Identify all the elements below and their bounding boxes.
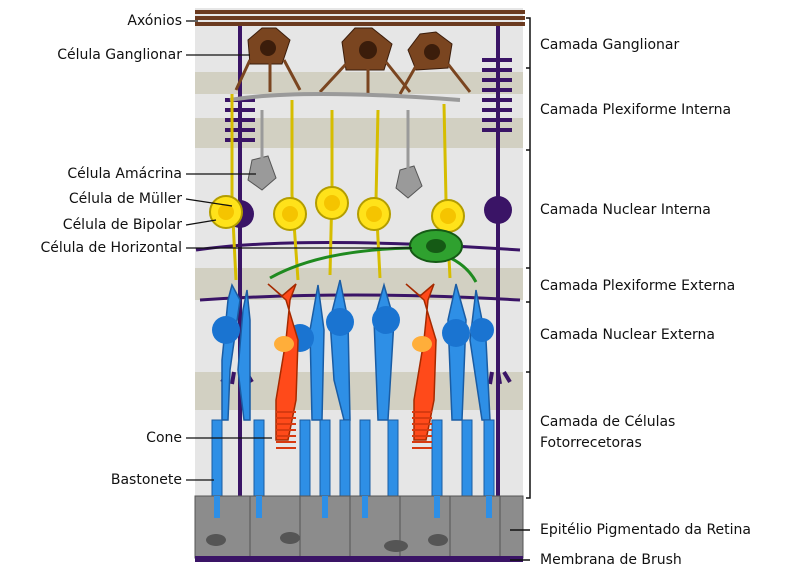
retinal-pigment-epithelium xyxy=(195,496,523,558)
label-ganglion-cell: Célula Ganglionar xyxy=(57,47,182,63)
label-rpe: Epitélio Pigmentado da Retina xyxy=(540,522,751,538)
bruch-membrane xyxy=(195,556,523,562)
label-outer-plexiform-layer: Camada Plexiforme Externa xyxy=(540,278,735,294)
label-inner-nuclear-layer: Camada Nuclear Interna xyxy=(540,202,711,218)
axon-bundle xyxy=(195,10,525,26)
label-axons: Axónios xyxy=(127,13,182,29)
label-inner-plexiform-layer: Camada Plexiforme Interna xyxy=(540,102,731,118)
label-cone: Cone xyxy=(146,430,182,446)
label-photoreceptor-layer-line1: Camada de Células xyxy=(540,414,675,430)
label-ganglion-layer: Camada Ganglionar xyxy=(540,37,679,53)
label-muller-cell: Célula de Müller xyxy=(69,191,182,207)
label-amacrine-cell: Célula Amácrina xyxy=(67,166,182,182)
label-rod: Bastonete xyxy=(111,472,182,488)
label-photoreceptor-layer-line2: Fotorrecetoras xyxy=(540,435,642,451)
label-horizontal-cell: Célula de Horizontal xyxy=(40,240,182,256)
label-outer-nuclear-layer: Camada Nuclear Externa xyxy=(540,327,715,343)
label-bipolar-cell: Célula de Bipolar xyxy=(63,217,182,233)
muller-cell-right-soma xyxy=(484,196,512,224)
label-bruch-membrane: Membrana de Brush xyxy=(540,552,682,568)
